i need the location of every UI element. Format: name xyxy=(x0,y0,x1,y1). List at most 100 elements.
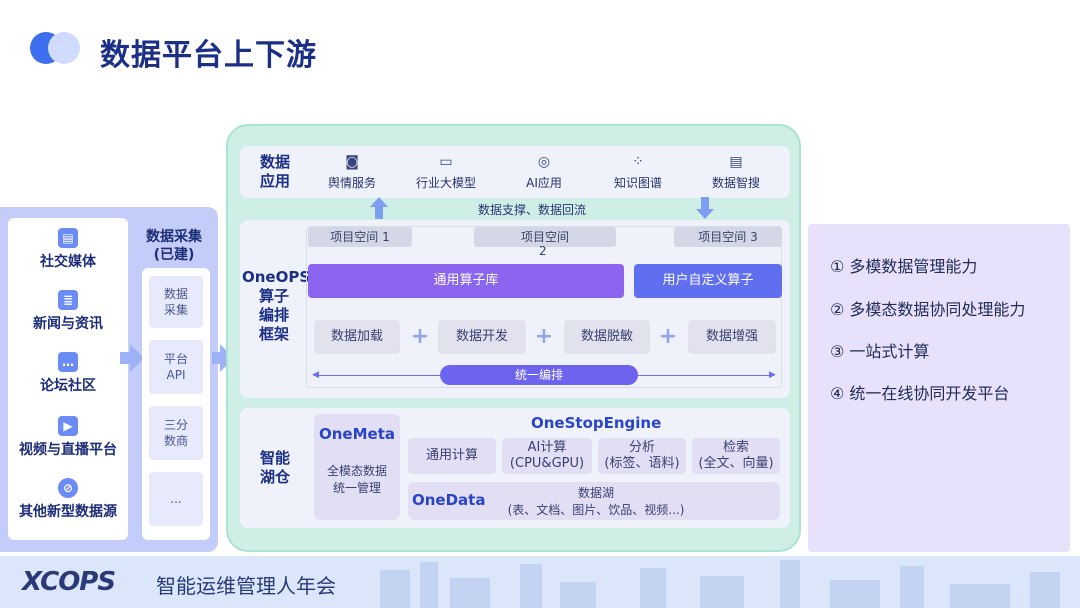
engine-ai-compute: AI计算 (CPU&GPU) xyxy=(502,438,592,474)
down-arrow-icon xyxy=(696,197,714,219)
forum-icon: … xyxy=(58,352,78,372)
acq-box-more: ... xyxy=(149,472,203,526)
acquisition-title-line1: 数据采集 xyxy=(146,229,202,245)
oneops-frame xyxy=(306,226,782,388)
chat-icon: ▤ xyxy=(58,228,78,248)
engine-cell-label: 通用计算 xyxy=(425,448,478,463)
data-lake-title: 数据湖 xyxy=(577,486,614,500)
acq-box-line: API xyxy=(166,368,186,382)
lakehouse-label-line: 湖仓 xyxy=(259,468,290,486)
engine-cell-label: AI计算 xyxy=(527,440,567,455)
capability-item: ① 多模数据管理能力 xyxy=(830,257,978,276)
source-label: 论坛社区 xyxy=(40,378,96,394)
source-label: 其他新型数据源 xyxy=(19,504,117,520)
app-item-smart-search: ▤ 数据智搜 xyxy=(698,154,774,191)
footer-logo: XCOPS xyxy=(22,567,116,597)
acquisition-title-line2: (已建) xyxy=(153,247,195,263)
data-app-label: 数据 应用 xyxy=(252,153,298,191)
data-sources-column: ▤ 社交媒体 ≣ 新闻与资讯 … 论坛社区 ▶ 视频与直播平台 ⊘ 其他新型数据… xyxy=(8,218,128,540)
arrow-stem xyxy=(212,352,222,364)
onedata-title: OneData xyxy=(412,491,486,509)
plus-icon: + xyxy=(410,324,430,349)
onemeta-desc-line1: 全模态数据 xyxy=(326,464,387,478)
workspace-2: 项目空间 xyxy=(474,227,616,247)
data-lake-desc: (表、文档、图片、饮品、视频...) xyxy=(507,503,685,517)
unify-orchestration: 统一编排 xyxy=(440,365,638,385)
capability-item: ③ 一站式计算 xyxy=(830,342,930,361)
data-app-label-line1: 数据 xyxy=(259,153,290,171)
acq-box-collect: 数据 采集 xyxy=(149,276,203,328)
acq-box-line: 采集 xyxy=(163,303,188,317)
app-item-label: 数据智搜 xyxy=(711,176,760,190)
source-news: ≣ 新闻与资讯 xyxy=(8,290,128,333)
engine-cell-sub: (全文、向量) xyxy=(698,456,774,471)
source-label: 新闻与资讯 xyxy=(33,316,103,332)
source-video: ▶ 视频与直播平台 xyxy=(8,416,128,459)
right-arrow-icon: ▶ xyxy=(769,370,776,380)
source-label: 社交媒体 xyxy=(40,254,96,270)
video-icon: ▶ xyxy=(58,416,78,436)
source-social-media: ▤ 社交媒体 xyxy=(8,228,128,271)
onemeta-desc-line2: 统一管理 xyxy=(332,481,381,495)
lakehouse-label: 智能 湖仓 xyxy=(252,449,298,487)
up-arrow-icon xyxy=(370,197,388,219)
workspace-3: 项目空间 3 xyxy=(674,227,782,247)
monitor-icon: ◙ xyxy=(345,154,359,170)
step-data-load: 数据加载 xyxy=(314,320,400,354)
common-operator-library: 通用算子库 xyxy=(308,264,624,298)
app-item-label: 知识图谱 xyxy=(613,176,662,190)
engine-cell-sub: (标签、语料) xyxy=(604,456,680,471)
graph-icon: ⁘ xyxy=(632,154,644,170)
title-logo-icon xyxy=(30,30,82,66)
app-item-ai: ◎ AI应用 xyxy=(506,154,582,191)
screen-icon: ▭ xyxy=(439,154,453,170)
capability-panel xyxy=(808,224,1070,552)
doc-search-icon: ▤ xyxy=(729,154,743,170)
data-app-row xyxy=(240,146,790,198)
app-item-label: 行业大模型 xyxy=(415,176,476,190)
engine-general-compute: 通用计算 xyxy=(408,438,496,474)
data-app-label-line2: 应用 xyxy=(259,172,290,190)
network-icon: ⊘ xyxy=(58,478,78,498)
engine-cell-sub: (CPU&GPU) xyxy=(509,456,585,471)
oneops-label-line: 编排 xyxy=(258,306,289,324)
acq-box-line: 三分 xyxy=(163,418,188,432)
acquisition-title: 数据采集 (已建) xyxy=(136,228,212,264)
engine-retrieval: 检索 (全文、向量) xyxy=(692,438,780,474)
app-item-industry-model: ▭ 行业大模型 xyxy=(408,154,484,191)
app-item-knowledge-graph: ⁘ 知识图谱 xyxy=(600,154,676,191)
news-icon: ≣ xyxy=(58,290,78,310)
left-arrow-icon: ◀ xyxy=(312,370,319,380)
acq-box-line: 平台 xyxy=(163,352,188,366)
engine-analysis: 分析 (标签、语料) xyxy=(598,438,686,474)
engine-cell-label: 分析 xyxy=(628,440,655,455)
workspace-2-suffix: 2 xyxy=(539,244,547,258)
user-defined-operator: 用户自定义算子 xyxy=(634,264,782,298)
ai-icon: ◎ xyxy=(537,154,551,170)
capability-item: ② 多模态数据协同处理能力 xyxy=(830,300,1026,319)
onemeta-box xyxy=(314,414,400,520)
step-data-mask: 数据脱敏 xyxy=(564,320,650,354)
workspace-1: 项目空间 1 xyxy=(308,227,412,247)
footer-bar xyxy=(0,556,1080,608)
plus-icon: + xyxy=(534,324,554,349)
acq-box-line: ... xyxy=(170,492,182,506)
lakehouse-label-line: 智能 xyxy=(259,449,290,467)
footer-text: 智能运维管理人年会 xyxy=(156,574,336,598)
capability-item: ④ 统一在线协同开发平台 xyxy=(830,384,1010,403)
oneops-label: OneOPS 算子 编排 框架 xyxy=(242,268,311,344)
acq-box-api: 平台 API xyxy=(149,340,203,394)
onemeta-title: OneMeta xyxy=(319,425,395,443)
flow-text: 数据支撑、数据回流 xyxy=(478,203,587,217)
onestop-engine-title: OneStopEngine xyxy=(531,414,662,432)
oneops-label-line: OneOPS xyxy=(242,268,311,286)
plus-icon: + xyxy=(658,324,678,349)
engine-cell-label: 检索 xyxy=(722,440,749,455)
step-data-enhance: 数据增强 xyxy=(688,320,776,354)
acq-box-line: 数商 xyxy=(163,434,188,448)
acq-box-vendor: 三分 数商 xyxy=(149,406,203,460)
app-item-label: AI应用 xyxy=(526,176,562,190)
oneops-label-line: 算子 xyxy=(258,287,289,305)
arrow-stem xyxy=(120,352,130,364)
source-forum: … 论坛社区 xyxy=(8,352,128,395)
